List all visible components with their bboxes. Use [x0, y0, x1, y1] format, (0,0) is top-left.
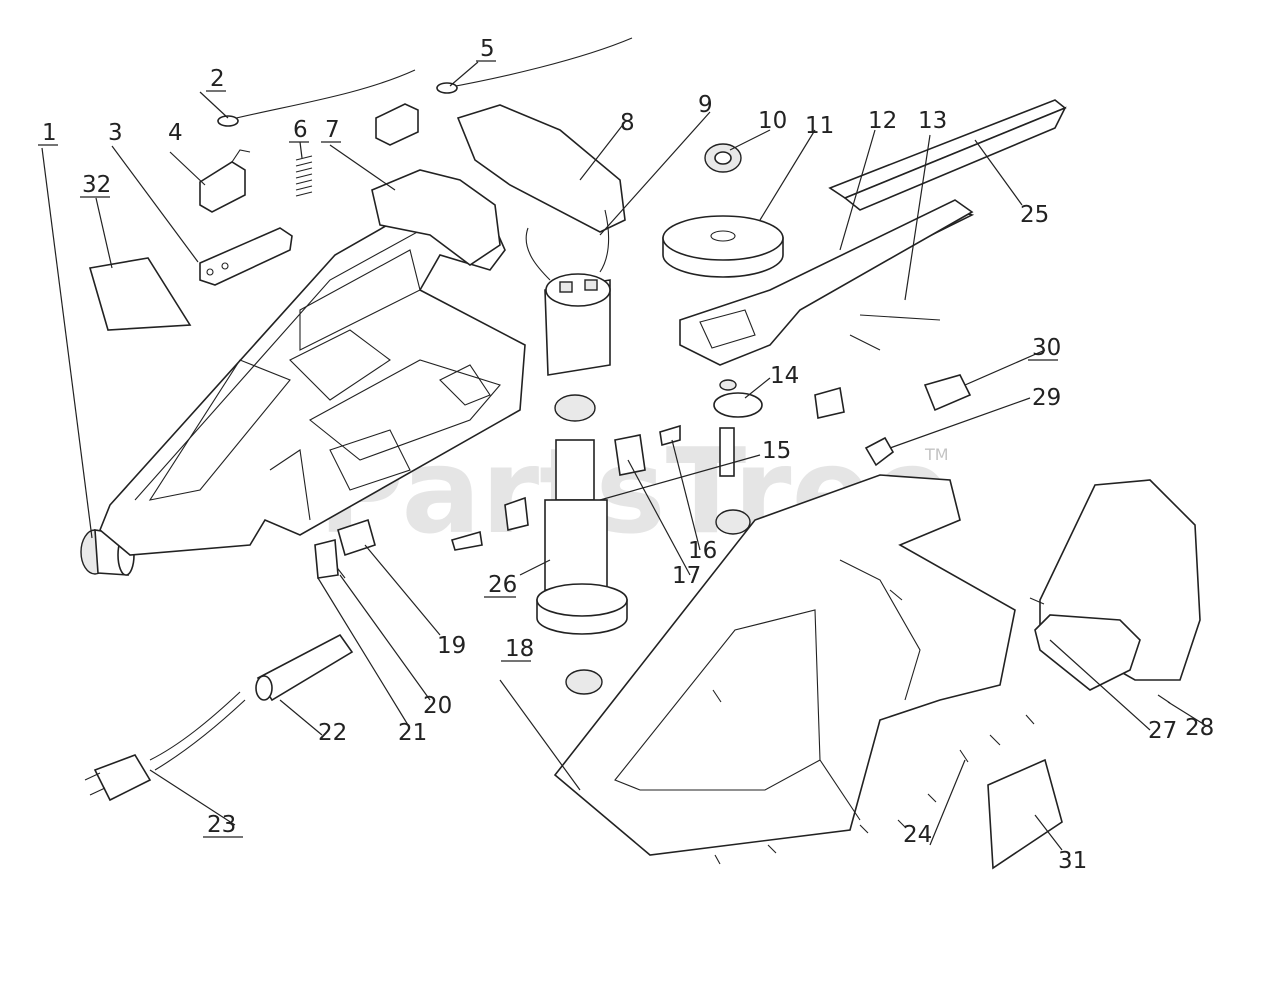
- part-25-blade-guide[interactable]: [828, 99, 1067, 211]
- part-5-wire-lead[interactable]: [375, 37, 633, 146]
- callout-31: 31: [1058, 848, 1087, 874]
- callout-7: 7: [325, 117, 340, 143]
- part-8-cover-plate[interactable]: [456, 104, 626, 233]
- callout-2-top: 2: [210, 66, 225, 92]
- callout-11: 11: [805, 113, 834, 139]
- part-29-block[interactable]: [864, 436, 895, 467]
- callout-19: 19: [437, 633, 466, 659]
- callout-labels: 1 2 3 4 5 6 7 8 9 10 11 12 13 25 14 15 1…: [38, 36, 1214, 874]
- part-6-spring[interactable]: [295, 155, 313, 197]
- part-32-label-decal[interactable]: [88, 257, 192, 331]
- part-10-bearing[interactable]: [704, 143, 742, 173]
- callout-16: 16: [688, 538, 717, 564]
- part-7-cover[interactable]: [371, 169, 501, 266]
- part-27-front-handle[interactable]: [1034, 479, 1201, 691]
- callout-26: 26: [488, 572, 517, 598]
- part-16-brush[interactable]: [659, 424, 681, 447]
- callout-9: 9: [698, 92, 713, 118]
- callout-23: 23: [207, 812, 236, 838]
- callout-15: 15: [762, 438, 791, 464]
- callout-22: 22: [318, 720, 347, 746]
- callout-30: 30: [1032, 335, 1061, 361]
- callout-27: 27: [1148, 718, 1177, 744]
- part-31-label-decal[interactable]: [987, 758, 1063, 870]
- callout-13: 13: [918, 108, 947, 134]
- part-9-motor[interactable]: [525, 209, 611, 376]
- part-2-wire-lead[interactable]: [217, 69, 416, 127]
- callout-20: 20: [423, 693, 452, 719]
- part-11-gear[interactable]: [662, 215, 784, 278]
- watermark-trademark: TM: [924, 445, 949, 464]
- callout-6: 6: [293, 117, 308, 143]
- part-4-micro-switch[interactable]: [199, 149, 251, 213]
- callout-29: 29: [1032, 385, 1061, 411]
- part-23-power-cord[interactable]: [84, 691, 246, 802]
- callout-32: 32: [82, 172, 111, 198]
- callout-25: 25: [1020, 202, 1049, 228]
- callout-18: 18: [505, 636, 534, 662]
- callout-12: 12: [868, 108, 897, 134]
- part-17-brush-holder[interactable]: [451, 434, 646, 551]
- part-15-shaft[interactable]: [715, 427, 751, 535]
- leader-lines: [41, 61, 1206, 851]
- right-housing-half[interactable]: [553, 474, 1016, 856]
- callout-10: 10: [758, 108, 787, 134]
- callout-1: 1: [42, 120, 57, 146]
- part-22-cord-protector[interactable]: [255, 633, 354, 702]
- callout-3: 3: [108, 120, 123, 146]
- part-14-cam[interactable]: [713, 379, 763, 418]
- part-30-block[interactable]: [814, 374, 972, 419]
- callout-24: 24: [903, 822, 932, 848]
- callout-21: 21: [398, 720, 427, 746]
- callout-5: 5: [480, 36, 495, 62]
- part-13-blade[interactable]: [679, 199, 974, 366]
- callout-14: 14: [770, 363, 799, 389]
- callout-4: 4: [168, 120, 183, 146]
- callout-28: 28: [1185, 715, 1214, 741]
- part-24-screws[interactable]: [712, 589, 1171, 865]
- part-21-cord-clamp[interactable]: [314, 538, 339, 579]
- callout-17: 17: [672, 563, 701, 589]
- part-26-armature[interactable]: [536, 394, 628, 695]
- callout-8: 8: [620, 110, 635, 136]
- part-3-trigger-lever[interactable]: [199, 227, 293, 286]
